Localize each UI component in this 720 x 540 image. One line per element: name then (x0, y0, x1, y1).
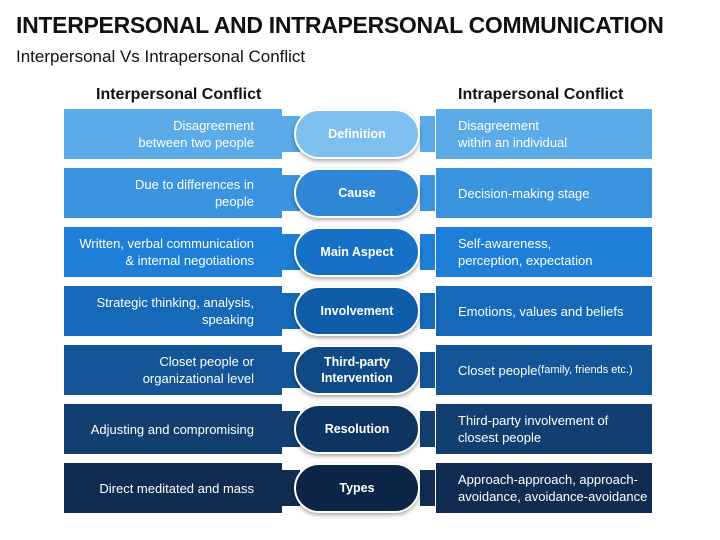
category-label: Types (339, 481, 375, 495)
intrapersonal-text: Approach-approach, approach- avoidance, … (458, 472, 648, 504)
intrapersonal-cell: Decision-making stage (435, 167, 653, 219)
intrapersonal-cell: Closet people(family, friends etc.) (435, 344, 653, 396)
intrapersonal-text: Disagreement within an individual (458, 118, 568, 150)
intrapersonal-cell: Third-party involvement of closest peopl… (435, 403, 653, 455)
interpersonal-column-header: Interpersonal Conflict (96, 86, 262, 103)
interpersonal-cell: Closet people or organizational level (63, 344, 283, 396)
category-label: Cause (338, 186, 376, 200)
intrapersonal-text: Emotions, values and beliefs (458, 303, 624, 319)
intrapersonal-text: Closet people (458, 362, 538, 378)
intrapersonal-text: Decision-making stage (458, 185, 590, 201)
interpersonal-text: Strategic thinking, analysis, speaking (96, 295, 254, 327)
interpersonal-cell: Written, verbal communication & internal… (63, 226, 283, 278)
interpersonal-text: Adjusting and compromising (90, 421, 254, 437)
row-resolution: Adjusting and compromising Third-party i… (0, 403, 720, 455)
category-label: Resolution (324, 422, 390, 436)
category-label: Main Aspect (320, 245, 394, 259)
intrapersonal-column-header: Intrapersonal Conflict (458, 86, 624, 103)
interpersonal-cell: Adjusting and compromising (63, 403, 283, 455)
intrapersonal-text: Self-awareness, perception, expectation (458, 236, 593, 268)
slide-title: INTERPERSONAL AND INTRAPERSONAL COMMUNIC… (16, 12, 664, 38)
interpersonal-text: Closet people or organizational level (142, 354, 254, 386)
category-pill: Cause (294, 168, 420, 218)
row-main-aspect: Written, verbal communication & internal… (0, 226, 720, 278)
row-definition: Disagreement between two people Disagree… (0, 108, 720, 160)
slide-subtitle: Interpersonal Vs Intrapersonal Conflict (16, 47, 306, 66)
intrapersonal-cell: Approach-approach, approach- avoidance, … (435, 462, 653, 514)
intrapersonal-note: (family, friends etc.) (537, 363, 633, 376)
row-types: Direct meditated and mass Approach-appro… (0, 462, 720, 514)
category-pill: Resolution (294, 404, 420, 454)
interpersonal-text: Direct meditated and mass (99, 480, 254, 496)
category-label: Third-party Intervention (321, 355, 393, 385)
category-pill: Main Aspect (294, 227, 420, 277)
interpersonal-cell: Direct meditated and mass (63, 462, 283, 514)
row-involvement: Strategic thinking, analysis, speaking E… (0, 285, 720, 337)
category-label: Involvement (320, 304, 394, 318)
interpersonal-text: Written, verbal communication & internal… (79, 236, 254, 268)
interpersonal-cell: Disagreement between two people (63, 108, 283, 160)
interpersonal-cell: Due to differences in people (63, 167, 283, 219)
intrapersonal-cell: Self-awareness, perception, expectation (435, 226, 653, 278)
interpersonal-text: Due to differences in people (135, 177, 254, 209)
category-pill: Third-party Intervention (294, 345, 420, 395)
row-cause: Due to differences in people Decision-ma… (0, 167, 720, 219)
intrapersonal-cell: Disagreement within an individual (435, 108, 653, 160)
intrapersonal-text: Third-party involvement of closest peopl… (458, 413, 609, 445)
category-pill: Definition (294, 109, 420, 159)
row-third-party-intervention: Closet people or organizational level Cl… (0, 344, 720, 396)
intrapersonal-cell: Emotions, values and beliefs (435, 285, 653, 337)
category-label: Definition (328, 127, 386, 141)
category-pill: Types (294, 463, 420, 513)
interpersonal-text: Disagreement between two people (138, 118, 254, 150)
interpersonal-cell: Strategic thinking, analysis, speaking (63, 285, 283, 337)
category-pill: Involvement (294, 286, 420, 336)
